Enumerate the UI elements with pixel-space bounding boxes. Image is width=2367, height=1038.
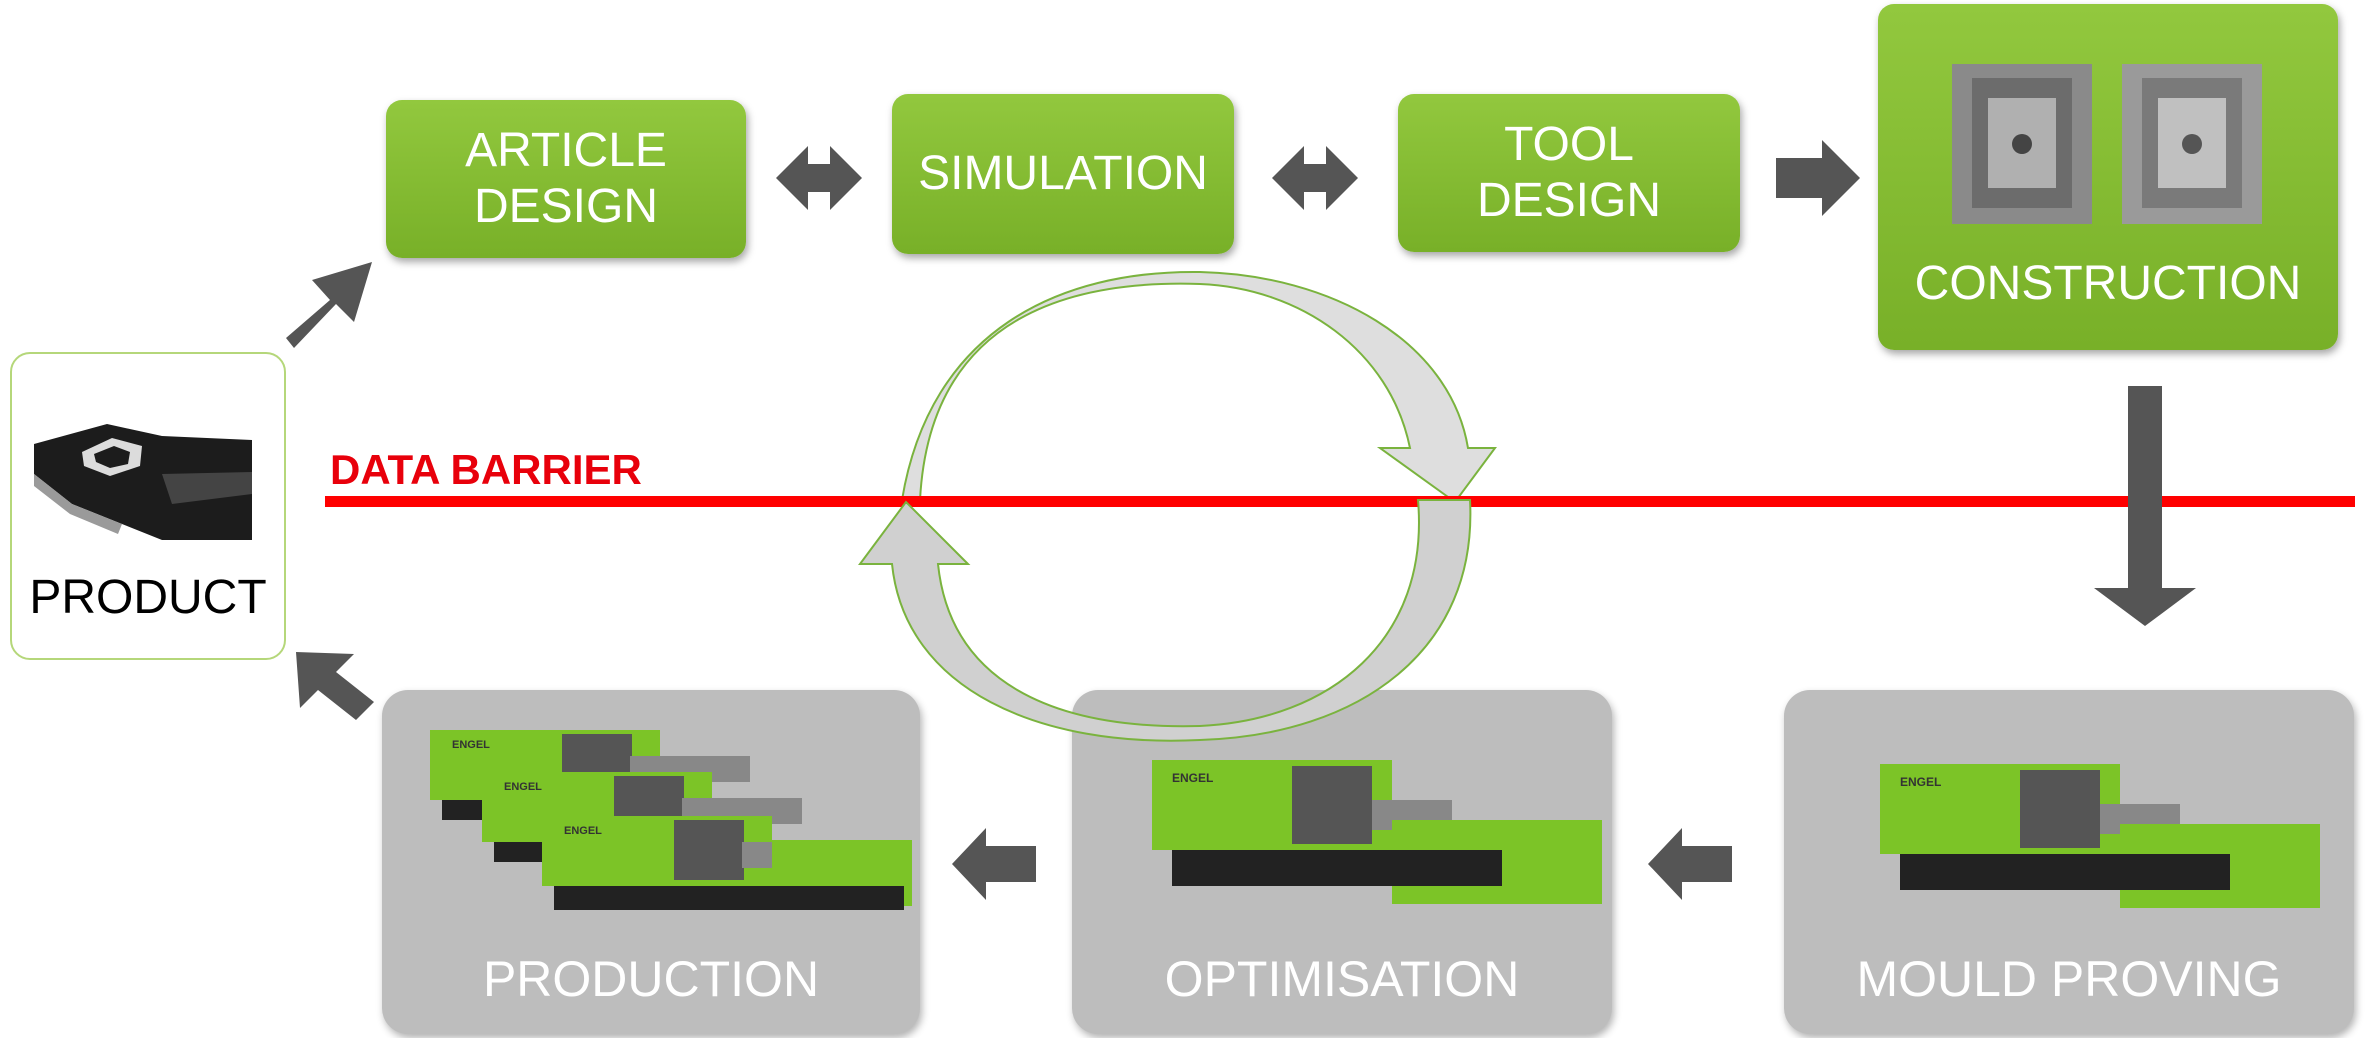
svg-text:ENGEL: ENGEL: [1900, 775, 1941, 789]
arrow-simulation-tool: [1272, 146, 1358, 210]
step-article-design: ARTICLE DESIGN: [386, 100, 746, 258]
machines-image: ENGEL ENGEL ENGEL: [430, 730, 912, 910]
product-box: PRODUCT: [10, 352, 286, 660]
arrow-tool-to-construction: [1776, 140, 1860, 216]
step-article-design-line1: ARTICLE: [465, 124, 667, 177]
arrow-production-to-product: [296, 652, 374, 720]
step-optimisation: ENGEL OPTIMISATION: [1072, 690, 1612, 1034]
data-barrier-line: [325, 496, 2355, 507]
step-tool-design-line1: TOOL: [1504, 118, 1634, 171]
step-mould-proving: ENGEL MOULD PROVING: [1784, 690, 2354, 1034]
step-production-label: PRODUCTION: [482, 951, 820, 1007]
arrow-product-to-article: [286, 262, 372, 348]
step-optimisation-label: OPTIMISATION: [1164, 951, 1520, 1007]
step-construction: CONSTRUCTION: [1878, 4, 2338, 350]
arrow-optimisation-to-production: [952, 828, 1036, 900]
svg-text:ENGEL: ENGEL: [504, 781, 542, 793]
step-construction-label: CONSTRUCTION: [1914, 257, 2302, 310]
mould-image: [1952, 64, 2262, 224]
cycle-arrow-lower: [858, 499, 1472, 742]
step-tool-design-line2: DESIGN: [1476, 174, 1662, 227]
machine-image-mould-proving: ENGEL: [1880, 764, 2320, 908]
svg-text:ENGEL: ENGEL: [1172, 771, 1213, 785]
arrow-article-simulation: [776, 146, 862, 210]
data-barrier-label: DATA BARRIER: [330, 446, 642, 493]
step-production: ENGEL ENGEL ENGEL PRODUCTION: [382, 690, 920, 1034]
step-simulation-label: SIMULATION: [918, 147, 1208, 200]
step-simulation: SIMULATION: [892, 94, 1234, 254]
cycle-arrow-upper: [900, 270, 1497, 504]
product-label: PRODUCT: [29, 571, 267, 624]
product-image: [34, 424, 252, 540]
svg-text:ENGEL: ENGEL: [452, 739, 490, 751]
step-mould-proving-label: MOULD PROVING: [1856, 951, 2282, 1007]
arrow-construction-down: [2094, 386, 2196, 626]
step-tool-design: TOOL DESIGN: [1398, 94, 1740, 252]
step-article-design-line2: DESIGN: [473, 180, 659, 233]
svg-text:ENGEL: ENGEL: [564, 825, 602, 837]
arrow-mould-to-optimisation: [1648, 828, 1732, 900]
machine-image-optimisation: ENGEL: [1152, 760, 1602, 904]
